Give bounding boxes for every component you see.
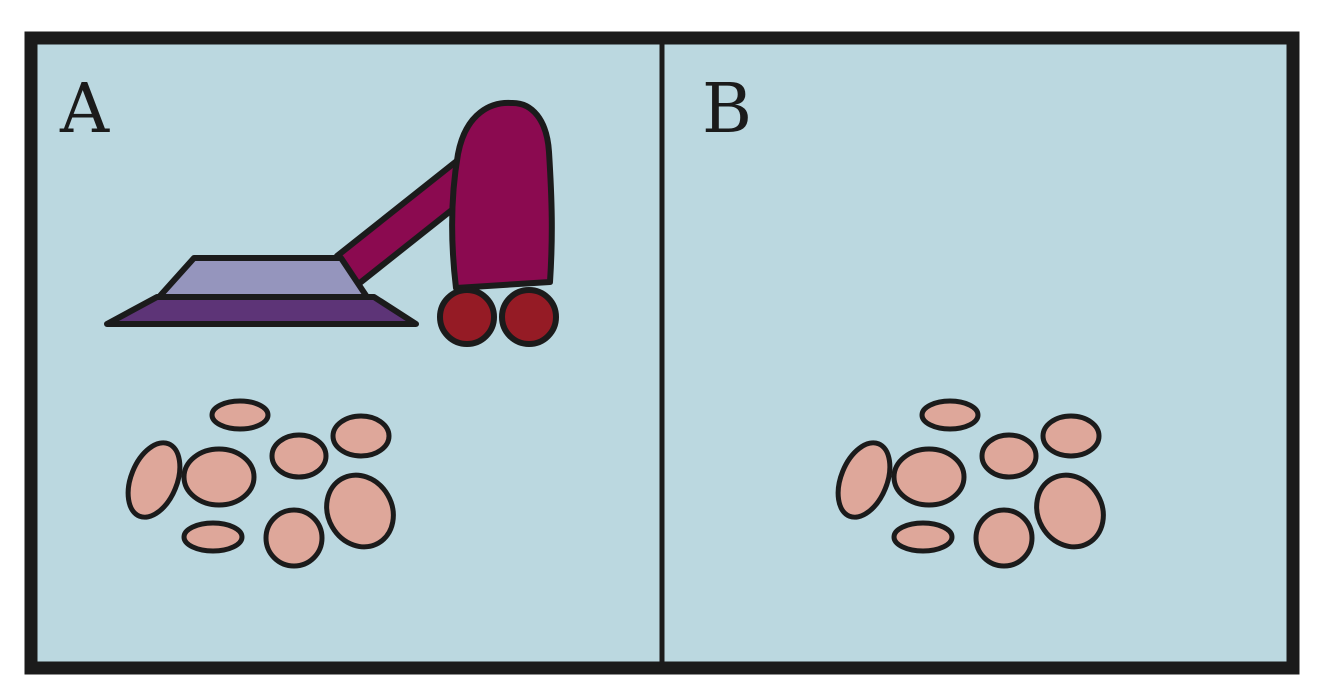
dirt-particle-icon: [919, 398, 981, 432]
dirt-particle-icon: [181, 520, 245, 554]
particle-cluster-a: [125, 398, 396, 569]
vacuum-wheel-left: [437, 287, 497, 347]
dirt-particle-icon: [891, 520, 955, 554]
dirt-particle-icon: [1040, 413, 1102, 459]
particle-cluster-b: [835, 398, 1106, 569]
dirt-particle-icon: [979, 432, 1039, 480]
vacuum-wheel-right: [499, 287, 559, 347]
dirt-particle-icon: [269, 432, 329, 480]
dirt-particle-icon: [330, 413, 392, 459]
panel-a-background: [31, 38, 662, 668]
dirt-particle-icon: [181, 446, 257, 508]
panel-b-label: B: [702, 70, 752, 149]
vacuum-nozzle-top: [156, 255, 370, 300]
dirt-particle-icon: [835, 440, 893, 520]
dirt-particle-icon: [125, 440, 183, 520]
dirt-particle-icon: [973, 507, 1035, 569]
dirt-particle-icon: [324, 472, 396, 550]
dirt-particle-icon: [891, 446, 967, 508]
vacuum-canister: [449, 99, 555, 291]
dirt-particle-icon: [209, 398, 271, 432]
vacuum-cleaner-icon: [104, 99, 559, 347]
dirt-particle-icon: [263, 507, 325, 569]
panel-b-background: [662, 38, 1293, 668]
vacuum-nozzle-base: [104, 294, 419, 327]
dirt-particle-icon: [1034, 472, 1106, 550]
panel-a-label: A: [59, 70, 110, 149]
